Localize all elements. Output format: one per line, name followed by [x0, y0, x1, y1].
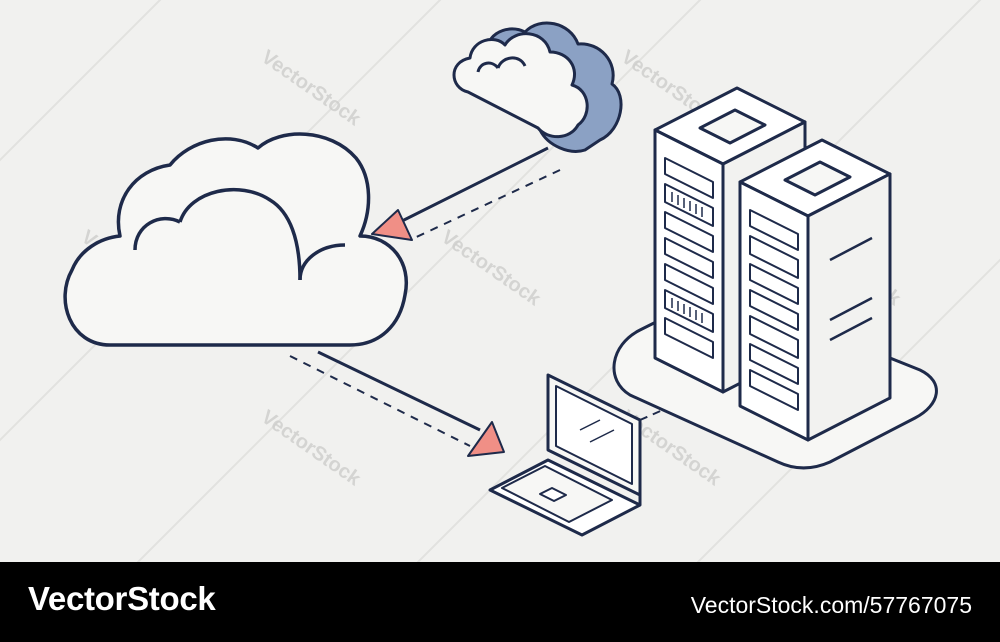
- footer-bar: VectorStock VectorStock.com/57767075: [0, 562, 1000, 642]
- large-cloud-icon: [63, 132, 408, 347]
- watermark-text: VectorStock: [437, 226, 545, 311]
- cloud-server-illustration: VectorStock VectorStock VectorStock Vect…: [0, 0, 1000, 562]
- arrow-to-large-cloud: [371, 146, 561, 241]
- watermark-text: VectorStock: [257, 46, 365, 131]
- arrow-to-laptop: [289, 350, 505, 457]
- stock-id-link[interactable]: VectorStock.com/57767075: [690, 592, 972, 618]
- small-cloud-icon: [452, 21, 623, 153]
- brand-logo: VectorStock: [28, 580, 216, 617]
- watermark-text: VectorStock: [257, 406, 365, 491]
- laptop-icon: [488, 373, 642, 537]
- arrow-head-icon: [371, 209, 413, 241]
- arrow-head-icon: [467, 421, 505, 457]
- server-rack-icon: [738, 138, 892, 442]
